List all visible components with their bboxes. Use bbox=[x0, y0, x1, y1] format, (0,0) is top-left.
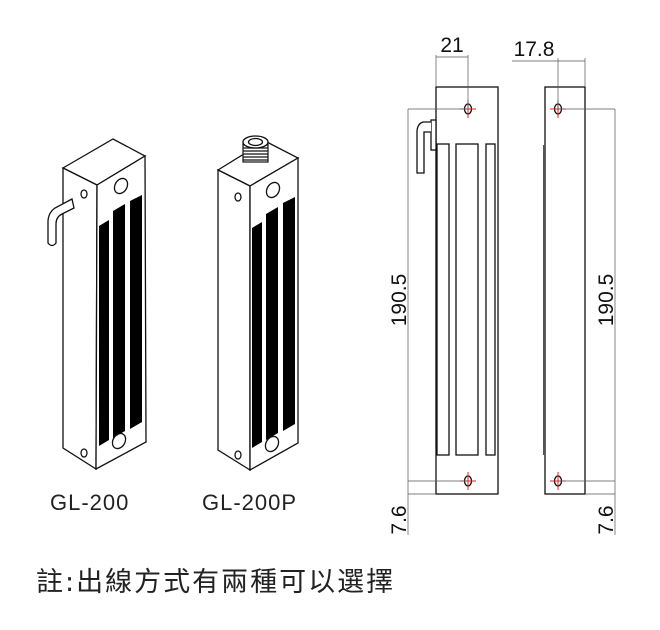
side-view bbox=[543, 86, 586, 495]
cable-pipe bbox=[47, 198, 75, 247]
cable-exit-note: 註:出線方式有兩種可以選擇 bbox=[36, 567, 396, 598]
dim-hole-spacing-front: 190.5 bbox=[388, 274, 411, 327]
dim-hole-offset-front: 7.6 bbox=[388, 505, 411, 534]
dim-front-width: 21 bbox=[440, 34, 463, 57]
dim-hole-spacing-side: 190.5 bbox=[595, 274, 618, 327]
front-view bbox=[416, 86, 499, 495]
dim-side-depth: 17.8 bbox=[514, 38, 555, 61]
gl-200-isometric bbox=[47, 138, 147, 471]
model-label-gl-200: GL-200 bbox=[50, 490, 130, 515]
model-label-gl-200p: GL-200P bbox=[202, 490, 298, 515]
cable-fitting bbox=[242, 135, 269, 163]
dimension-lines bbox=[407, 55, 616, 535]
dim-hole-offset-side: 7.6 bbox=[595, 505, 618, 534]
gl-200p-isometric bbox=[216, 135, 300, 472]
